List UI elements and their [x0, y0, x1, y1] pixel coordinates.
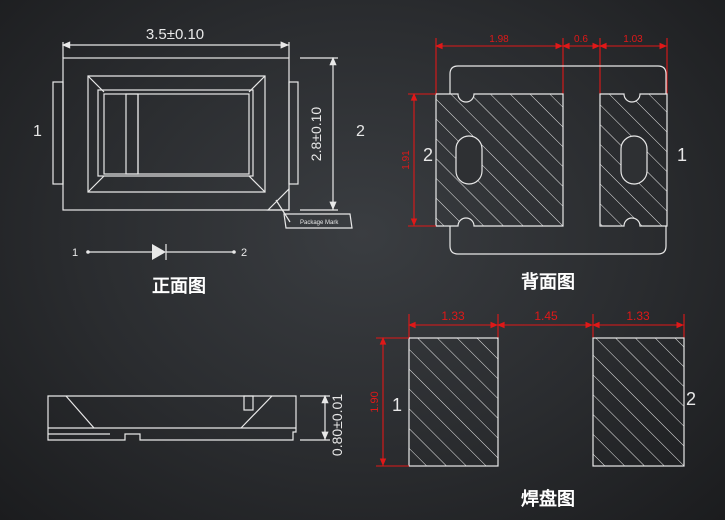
front-package-body — [62, 57, 290, 211]
pad-dimension-right: 1.33 — [626, 309, 650, 323]
back-pad-left — [435, 93, 564, 227]
front-pin-1-label: 1 — [33, 123, 42, 140]
pad-dimension-left: 1.33 — [441, 309, 465, 323]
package-mark-corner — [266, 187, 290, 211]
front-height-dimension: 2.8±0.10 — [308, 107, 324, 162]
solder-pad-right — [592, 337, 685, 467]
pad-view: 1.33 1.45 1.33 1.90 1 2 焊盘图 — [369, 309, 696, 510]
side-package-body — [47, 395, 297, 441]
back-dimension-left: 1.98 — [489, 34, 509, 45]
pad-dimension-middle: 1.45 — [534, 309, 558, 323]
solder-pad-left — [408, 337, 499, 467]
front-view: 3.5±0.10 Package Mark 2.8±0.10 1 2 — [33, 26, 365, 297]
diode-pin-1-label: 1 — [72, 247, 78, 259]
back-pin-2-label: 2 — [423, 145, 433, 165]
back-housing-outline — [449, 65, 667, 255]
front-width-dimension: 3.5±0.10 — [146, 26, 204, 43]
front-pin-2-label: 2 — [356, 123, 365, 140]
front-view-caption: 正面图 — [152, 276, 206, 297]
diode-symbol-icon — [86, 244, 236, 260]
side-view: 0.80±0.01 — [47, 394, 345, 456]
diode-pin-2-label: 2 — [241, 247, 247, 259]
pad-pin-1-label: 1 — [392, 395, 402, 415]
package-mark-label: Package Mark — [300, 220, 339, 226]
side-height-dimension: 0.80±0.01 — [329, 394, 345, 456]
back-height-dimension: 1.91 — [401, 150, 412, 170]
pad-height-dimension: 1.90 — [369, 391, 381, 412]
back-view: 1.98 0.6 1.03 1.91 2 1 背面图 — [401, 34, 687, 293]
back-pin-1-label: 1 — [677, 145, 687, 165]
pad-pin-2-label: 2 — [686, 389, 696, 409]
pad-view-caption: 焊盘图 — [521, 488, 575, 510]
back-view-caption: 背面图 — [521, 271, 575, 293]
back-dimension-middle: 0.6 — [574, 34, 588, 45]
back-dimension-right: 1.03 — [623, 34, 643, 45]
